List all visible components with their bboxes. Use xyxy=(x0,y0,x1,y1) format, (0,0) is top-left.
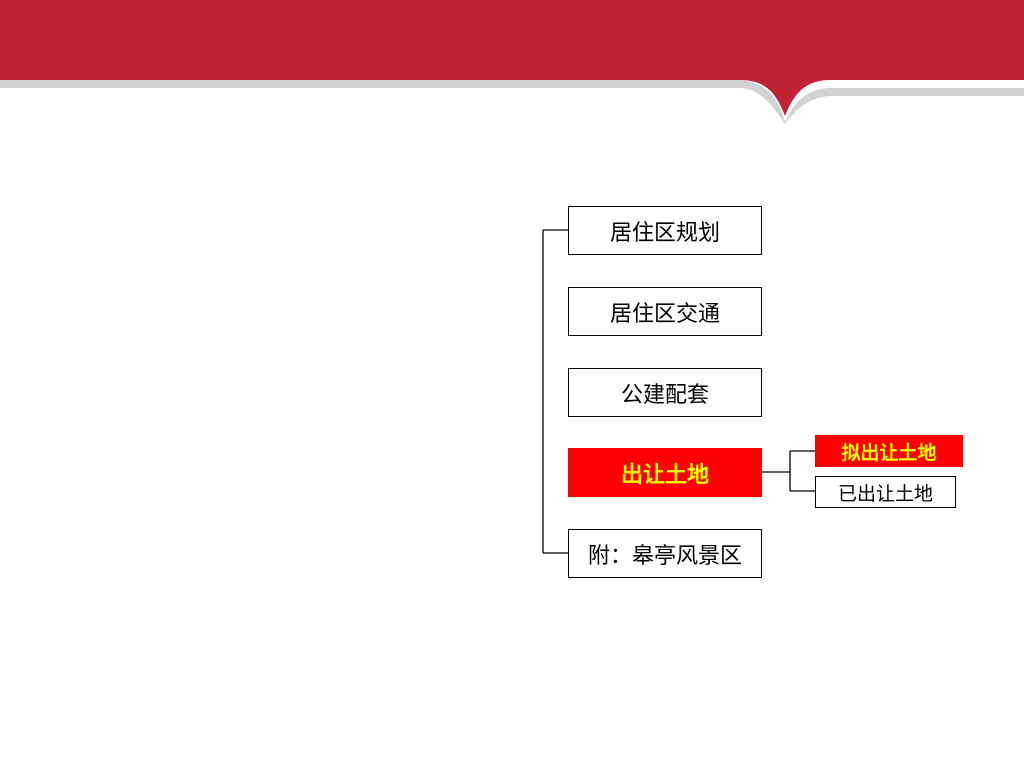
node-land-transfer[interactable]: 出让土地 xyxy=(568,448,762,497)
header-banner xyxy=(0,0,1024,124)
node-residential-planning[interactable]: 居住区规划 xyxy=(568,206,762,255)
main-connectors xyxy=(542,229,568,554)
sub-node-transferred[interactable]: 已出让土地 xyxy=(815,476,956,508)
banner-band xyxy=(0,0,1024,116)
banner-shadow xyxy=(0,80,1024,124)
node-residential-traffic[interactable]: 居住区交通 xyxy=(568,287,762,336)
node-public-facilities[interactable]: 公建配套 xyxy=(568,368,762,417)
sub-connectors xyxy=(762,450,815,492)
node-scenic-area[interactable]: 附：皋亭风景区 xyxy=(568,529,762,578)
sub-node-planned-transfer[interactable]: 拟出让土地 xyxy=(815,435,963,467)
